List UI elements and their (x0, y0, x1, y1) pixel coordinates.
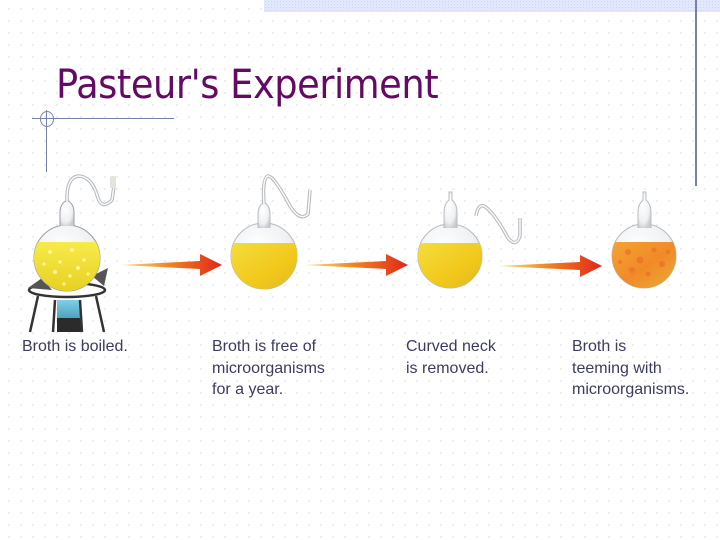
caption-line: for a year. (212, 381, 284, 398)
step-3-caption: Curved neck is removed. (406, 336, 496, 379)
title-vertical-rule (46, 110, 47, 172)
caption-line: teeming with (572, 359, 662, 377)
crosshair-circle-icon (40, 111, 54, 127)
flask-neck-removed-icon (417, 191, 522, 289)
caption-line: Broth is free of (212, 338, 317, 355)
arrow-right-icon (498, 255, 602, 277)
step-4-caption: Broth is teeming with microorganisms. (572, 336, 689, 401)
caption-line: Broth is (572, 338, 627, 355)
caption-line: microorganisms. (572, 381, 690, 398)
step-1-caption: Broth is boiled. (22, 336, 128, 358)
caption-line: is removed. (406, 359, 489, 377)
contaminated-flask-icon (611, 191, 677, 289)
caption-line: microorganisms (212, 359, 325, 377)
header-decoration-band (264, 0, 720, 12)
title-underline-rule (32, 118, 174, 119)
right-vertical-rule (695, 0, 697, 186)
boiling-flask-on-burner-icon (27, 174, 116, 333)
swan-neck-flask-icon (230, 174, 312, 290)
step-2-caption: Broth is free of microorganisms for a ye… (212, 336, 325, 401)
arrow-right-icon (304, 254, 408, 276)
slide-title: Pasteur's Experiment (56, 62, 439, 108)
arrow-right-icon (120, 254, 222, 276)
experiment-diagram (27, 174, 677, 333)
caption-line: Curved neck (406, 338, 496, 355)
caption-line: Broth is boiled. (22, 338, 128, 355)
